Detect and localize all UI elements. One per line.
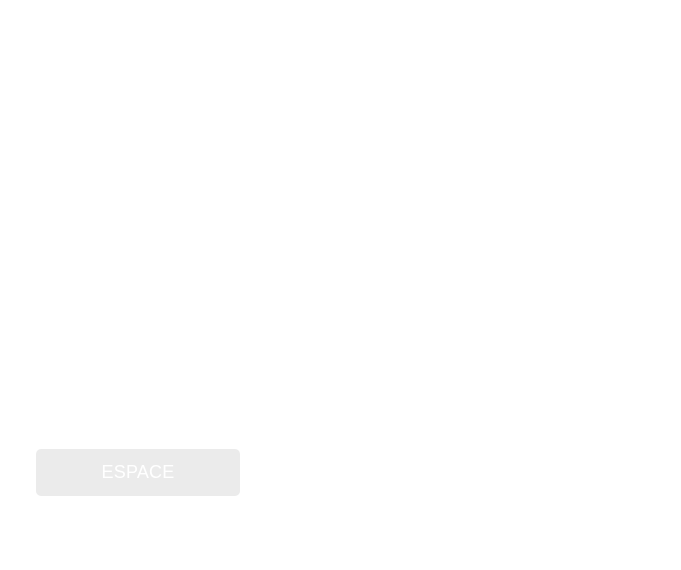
espace-button[interactable]: ESPACE xyxy=(36,449,240,496)
